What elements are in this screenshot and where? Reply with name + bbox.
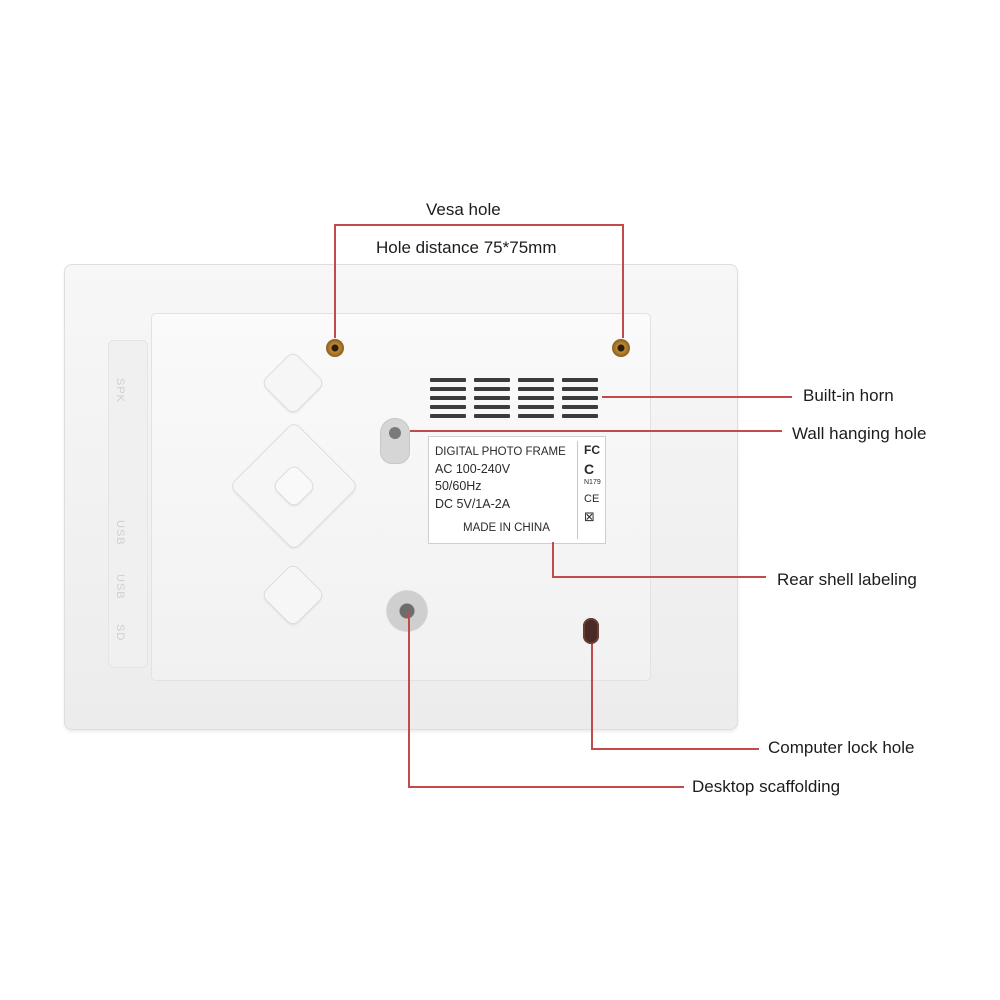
vesa-hole-right (612, 339, 630, 357)
desktop-scaffolding-mount (386, 590, 428, 632)
lock-callout-horizontal (591, 748, 759, 750)
label-line: DC 5V/1A-2A (435, 497, 511, 511)
wall-hanging-hole-label: Wall hanging hole (792, 424, 927, 443)
built-in-horn-label: Built-in horn (803, 386, 894, 405)
weee-bin-icon: ⊠ (584, 509, 595, 524)
vesa-hole-left (326, 339, 344, 357)
side-port-label: USB (114, 574, 126, 600)
label-line: AC 100-240V (435, 462, 511, 476)
vesa-hole-distance: Hole distance 75*75mm (376, 238, 557, 257)
ce-mark-icon: CE (584, 493, 600, 505)
side-port-label: SPK (114, 378, 126, 404)
fcc-mark-icon: FC (584, 443, 600, 457)
horn-callout-line (602, 396, 792, 398)
vesa-hole-title: Vesa hole (426, 200, 501, 219)
vesa-bracket-top (334, 224, 623, 226)
label-callout-vertical (552, 542, 554, 576)
vesa-bracket-left (334, 224, 336, 338)
label-line: 50/60Hz (435, 479, 482, 493)
desktop-scaffolding-label: Desktop scaffolding (692, 777, 841, 796)
c-tick-mark-icon: C (584, 461, 595, 477)
computer-lock-hole-label: Computer lock hole (768, 738, 915, 757)
label-callout-horizontal (552, 576, 766, 578)
label-divider (577, 441, 578, 539)
scaffold-callout-horizontal (408, 786, 684, 788)
computer-lock-hole (583, 618, 599, 644)
rear-shell-labeling-label: Rear shell labeling (777, 570, 917, 589)
made-in-text: MADE IN CHINA (463, 522, 550, 534)
speaker-grille (430, 378, 600, 422)
wall-hole-callout-line (410, 430, 782, 432)
rear-shell-label: DIGITAL PHOTO FRAME AC 100-240V 50/60Hz … (428, 436, 606, 544)
side-port-label: USB (114, 520, 126, 546)
lock-callout-vertical (591, 644, 593, 748)
side-port-strip (108, 340, 148, 668)
scaffold-callout-vertical (408, 612, 410, 786)
label-line: DIGITAL PHOTO FRAME (435, 446, 566, 458)
vesa-bracket-right (622, 224, 624, 338)
wall-hanging-hole (380, 418, 410, 464)
n-number-text: N179 (584, 479, 601, 486)
side-port-label: SD (114, 624, 126, 642)
